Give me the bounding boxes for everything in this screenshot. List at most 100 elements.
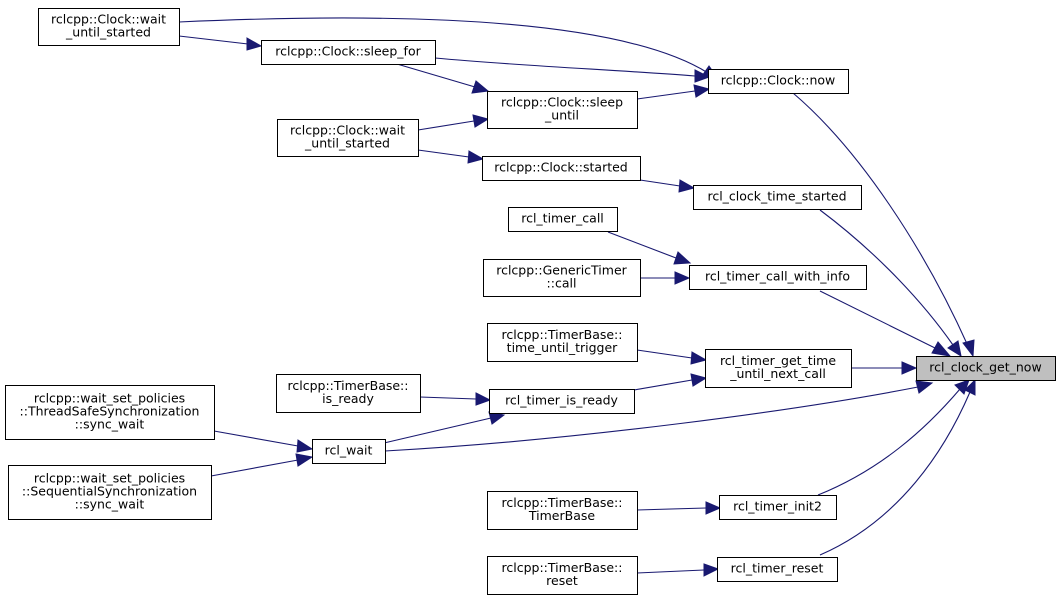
edge-timer-call-to-call-with-info	[607, 231, 692, 265]
node-box	[8, 465, 212, 520]
node-label-line: _until_next_call	[729, 366, 826, 381]
node-box	[508, 207, 618, 232]
edge-clock-time-started-to-rcl-clock-get-now	[819, 209, 962, 358]
edge-call-with-info-to-rcl-clock-get-now	[819, 290, 952, 357]
node-label-line: rclcpp::GenericTimer	[496, 263, 627, 278]
node-box	[487, 91, 638, 129]
node-label-line: rclcpp::wait_set_policies	[34, 471, 185, 486]
node-box	[916, 356, 1056, 381]
node-rcl-timer-reset[interactable]: rcl_timer_reset	[717, 557, 838, 582]
node-rcl-wait[interactable]: rcl_wait	[312, 439, 386, 464]
node-clock-wait-until-started-mid[interactable]: rclcpp::Clock::wait_until_started	[277, 119, 419, 157]
node-rcl-timer-init2[interactable]: rcl_timer_init2	[719, 495, 837, 520]
nodes: rcl_clock_get_now rclcpp::Clock::now rcl…	[5, 8, 1056, 595]
node-label-line: ::sync_wait	[75, 417, 145, 432]
node-label-line: _until_started	[65, 25, 151, 40]
node-label-line: rclcpp::Clock::sleep_for	[275, 44, 421, 59]
node-label-line: rclcpp::TimerBase::	[502, 560, 623, 575]
node-label-line: is_ready	[322, 391, 374, 406]
edge-sleep-for-to-now	[434, 57, 711, 83]
node-label-line: ::ThreadSafeSynchronization	[20, 404, 200, 419]
edge-sleep-for-to-sleep-until	[396, 63, 490, 94]
edge-rcl-wait-to-is-ready	[383, 411, 506, 444]
node-box	[312, 439, 386, 464]
node-label-line: rclcpp::Clock::sleep	[501, 95, 623, 110]
node-clock-sleep-until[interactable]: rclcpp::Clock::sleep_until	[487, 91, 638, 129]
node-label-line: ::call	[547, 276, 577, 291]
node-timerbase-reset[interactable]: rclcpp::TimerBase::reset	[487, 556, 638, 595]
node-label-line: rclcpp::Clock::wait	[51, 12, 166, 27]
node-box	[719, 495, 837, 520]
node-label-line: rcl_timer_call	[521, 211, 604, 226]
node-sequential-sync-wait[interactable]: rclcpp::wait_set_policies::SequentialSyn…	[8, 465, 212, 520]
node-label-line: rclcpp::TimerBase::	[502, 495, 623, 510]
node-label-line: rclcpp::Clock::now	[721, 73, 836, 88]
edge-wait-until-started-mid-to-started	[417, 149, 485, 164]
node-box	[482, 156, 641, 181]
node-label-line: rcl_timer_reset	[731, 561, 824, 576]
edge-rcl-wait-to-rcl-clock-get-now	[384, 380, 934, 452]
node-timerbase-time-until-trigger[interactable]: rclcpp::TimerBase::time_until_trigger	[487, 323, 638, 362]
edge-get-time-to-rcl-clock-get-now	[851, 361, 918, 375]
node-box	[276, 374, 421, 413]
node-label-line: rcl_timer_is_ready	[505, 393, 618, 408]
node-box	[717, 557, 838, 582]
node-threadsafe-sync-wait[interactable]: rclcpp::wait_set_policies::ThreadSafeSyn…	[5, 385, 215, 440]
node-label-line: _until	[544, 108, 579, 123]
node-box	[489, 389, 635, 414]
node-label-line: rclcpp::Clock::wait	[290, 123, 405, 138]
node-rcl-clock-get-now[interactable]: rcl_clock_get_now	[916, 356, 1056, 381]
node-label-line: TimerBase	[528, 508, 595, 523]
node-label-line: rcl_clock_get_now	[929, 360, 1041, 375]
node-label-line: rcl_wait	[325, 443, 373, 458]
node-box	[5, 385, 215, 440]
node-label-line: reset	[546, 573, 578, 588]
node-clock-now[interactable]: rclcpp::Clock::now	[708, 69, 849, 94]
node-box	[261, 40, 436, 65]
node-clock-sleep-for[interactable]: rclcpp::Clock::sleep_for	[261, 40, 436, 65]
edge-started-to-clock-time-started	[639, 179, 696, 193]
node-box	[487, 323, 638, 362]
node-timerbase-is-ready[interactable]: rclcpp::TimerBase::is_ready	[276, 374, 421, 413]
node-label-line: time_until_trigger	[507, 340, 619, 355]
edge-wait-until-started-mid-to-sleep-until	[417, 114, 490, 131]
edge-timerbase-is-ready-to-is-ready	[419, 392, 492, 406]
node-clock-wait-until-started-top[interactable]: rclcpp::Clock::wait_until_started	[38, 8, 180, 46]
node-box	[277, 119, 419, 157]
edge-threadsafe-sync-wait-to-rcl-wait	[213, 430, 314, 453]
node-box	[708, 69, 849, 94]
node-rcl-timer-call-with-info[interactable]: rcl_timer_call_with_info	[689, 265, 867, 290]
node-box	[483, 259, 641, 297]
edge-generic-timer-call-to-call-with-info	[640, 271, 691, 285]
node-label-line: rclcpp::wait_set_policies	[34, 391, 185, 406]
node-clock-started[interactable]: rclcpp::Clock::started	[482, 156, 641, 181]
node-box	[38, 8, 180, 46]
node-timerbase-ctor[interactable]: rclcpp::TimerBase::TimerBase	[487, 491, 638, 530]
node-label-line: _until_started	[304, 136, 390, 151]
node-label-line: ::SequentialSynchronization	[22, 484, 197, 499]
node-label-line: rcl_clock_time_started	[707, 189, 846, 204]
node-label-line: rclcpp::TimerBase::	[502, 327, 623, 342]
edge-sleep-until-to-now	[636, 84, 711, 100]
edge-timer-reset-to-rcl-clock-get-now	[819, 378, 976, 556]
edge-sequential-sync-wait-to-rcl-wait	[210, 453, 314, 477]
node-label-line: rclcpp::TimerBase::	[288, 378, 409, 393]
node-box	[689, 265, 867, 290]
node-rcl-timer-call[interactable]: rcl_timer_call	[508, 207, 618, 232]
node-box	[487, 556, 638, 595]
node-label-line: rcl_timer_init2	[733, 499, 822, 514]
node-rcl-timer-get-time-until-next-call[interactable]: rcl_timer_get_time_until_next_call	[705, 349, 852, 388]
node-label-line: rcl_timer_get_time	[720, 353, 836, 368]
node-label-line: rcl_timer_call_with_info	[705, 269, 850, 284]
edge-init2-to-rcl-clock-get-now	[817, 379, 970, 496]
node-label-line: rclcpp::Clock::started	[494, 160, 628, 175]
edge-is-ready-to-get-time	[633, 373, 708, 391]
edge-wait-until-started-top-to-now	[178, 17, 720, 80]
edge-timerbase-ctor-to-init2	[636, 501, 722, 515]
node-rcl-clock-time-started[interactable]: rcl_clock_time_started	[693, 185, 862, 210]
node-generic-timer-call[interactable]: rclcpp::GenericTimer::call	[483, 259, 641, 297]
node-box	[487, 491, 638, 530]
edge-time-until-trigger-to-get-time	[636, 349, 708, 365]
node-rcl-timer-is-ready[interactable]: rcl_timer_is_ready	[489, 389, 635, 414]
